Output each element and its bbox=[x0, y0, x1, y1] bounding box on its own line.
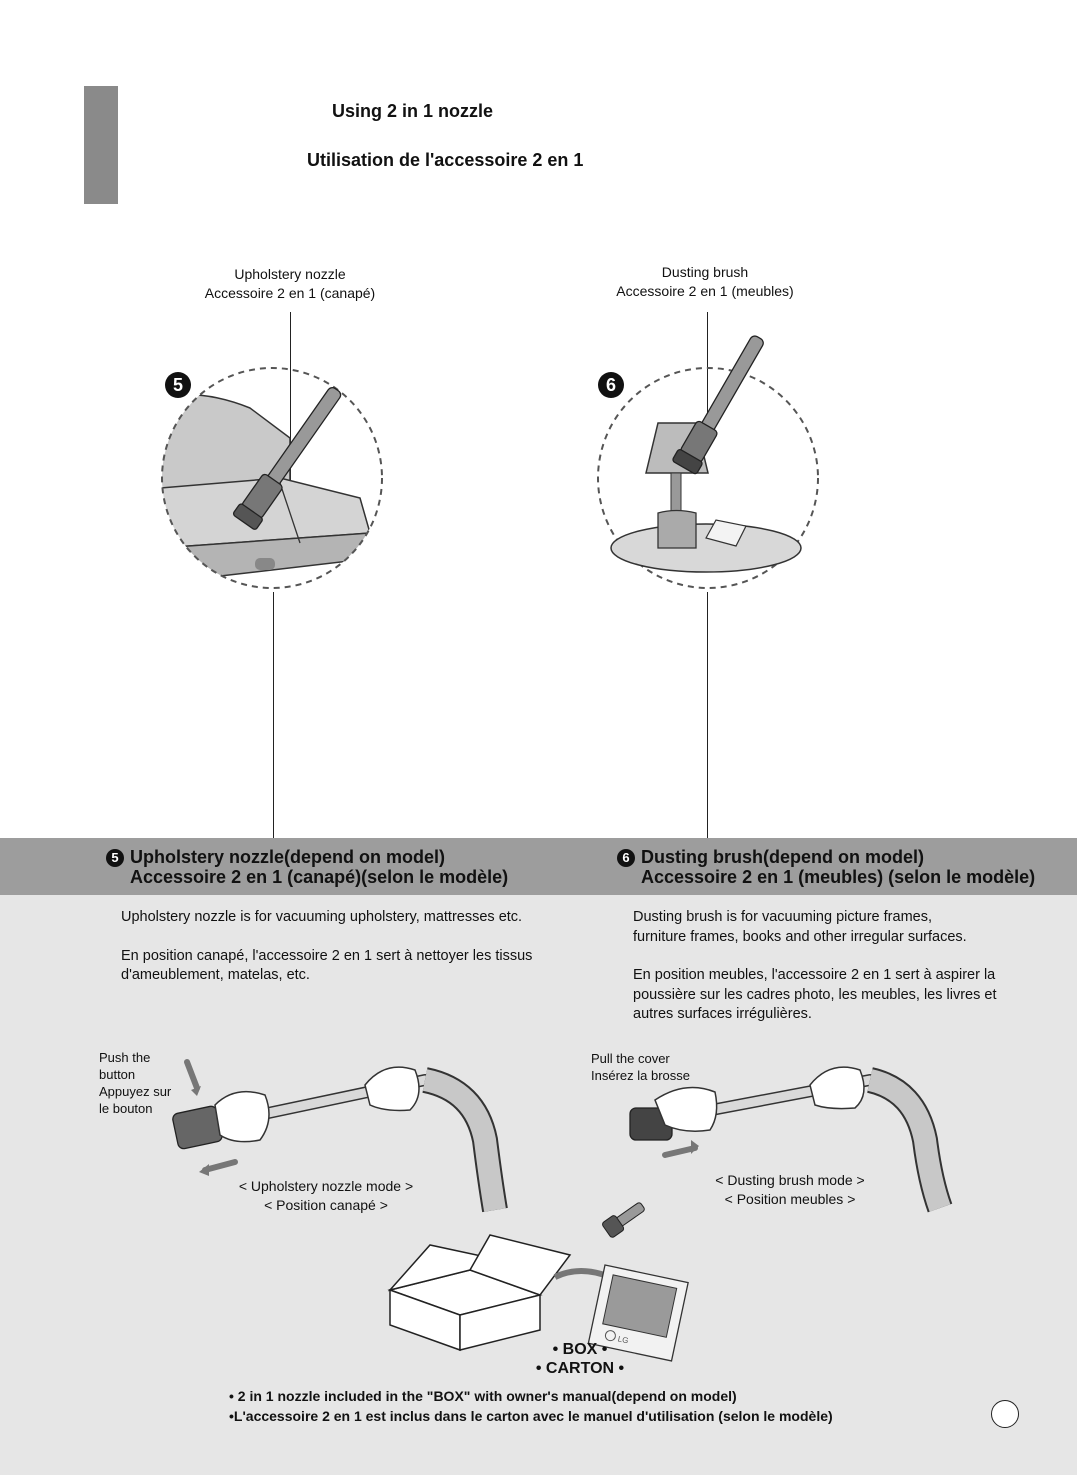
dusting-mode-caption: < Dusting brush mode > < Position meuble… bbox=[690, 1171, 890, 1209]
section-tab bbox=[84, 86, 118, 204]
callout-dusting-fr: Accessoire 2 en 1 (meubles) bbox=[616, 283, 794, 299]
page-number-circle bbox=[991, 1400, 1019, 1428]
heading-en: Upholstery nozzle(depend on model) bbox=[130, 847, 446, 867]
leader-line-upholstery bbox=[290, 312, 291, 482]
lower-panel bbox=[0, 838, 1077, 1475]
instruction-line: Insérez la brosse bbox=[591, 1068, 690, 1083]
heading-fr: Accessoire 2 en 1 (canapé)(selon le modè… bbox=[130, 867, 509, 887]
callout-dusting-en: Dusting brush bbox=[661, 264, 749, 280]
page-title-fr: Utilisation de l'accessoire 2 en 1 bbox=[307, 150, 584, 170]
lamp-illustration bbox=[597, 335, 819, 589]
description-fr-line3: autres surfaces irrégulières. bbox=[633, 1006, 812, 1022]
manual-logo: LG bbox=[617, 1334, 629, 1345]
callout-upholstery-fr: Accessoire 2 en 1 (canapé) bbox=[204, 285, 376, 301]
description-en: Upholstery nozzle is for vacuuming uphol… bbox=[121, 909, 523, 925]
leader-line-dusting-lower bbox=[707, 592, 708, 838]
leader-line-upholstery-lower bbox=[273, 592, 274, 838]
leader-line-dusting bbox=[707, 312, 708, 427]
heading-en: Dusting brush(depend on model) bbox=[641, 847, 924, 867]
description-fr-line2: d'ameublement, matelas, etc. bbox=[121, 967, 310, 983]
callout-upholstery: Upholstery nozzle Accessoire 2 en 1 (can… bbox=[170, 265, 410, 303]
mode-caption-en: < Dusting brush mode > bbox=[715, 1172, 865, 1188]
box-illustration: LG bbox=[387, 1202, 689, 1362]
box-label-fr: • CARTON • bbox=[535, 1360, 625, 1377]
description-en-line2: furniture frames, books and other irregu… bbox=[633, 928, 967, 945]
pull-cover-instruction: Pull the cover Insérez la brosse bbox=[591, 1050, 690, 1084]
push-button-instruction: Push the button Appuyez sur le bouton bbox=[99, 1049, 171, 1117]
description-en-line1: Dusting brush is for vacuuming picture f… bbox=[633, 909, 932, 925]
section-heading-upholstery: 5 Upholstery nozzle(depend on model) Acce… bbox=[106, 847, 508, 887]
page-title-en: Using 2 in 1 nozzle bbox=[332, 101, 494, 121]
upholstery-mode-caption: < Upholstery nozzle mode > < Position ca… bbox=[226, 1177, 426, 1215]
footer-note: • 2 in 1 nozzle included in the "BOX" wi… bbox=[229, 1386, 833, 1426]
dusting-mode-illustration bbox=[629, 1066, 953, 1213]
box-label: • BOX • • CARTON • bbox=[510, 1340, 650, 1378]
instruction-line: Appuyez sur bbox=[99, 1084, 172, 1099]
number-badge: 6 bbox=[598, 372, 624, 398]
section-heading-dusting: 6 Dusting brush(depend on model) Accessoi… bbox=[617, 847, 1035, 887]
heading-band bbox=[0, 838, 1077, 895]
callout-dusting: Dusting brush Accessoire 2 en 1 (meubles… bbox=[585, 263, 825, 301]
footer-note-fr: •L'accessoire 2 en 1 est inclus dans le … bbox=[229, 1408, 833, 1424]
sofa-illustration bbox=[161, 367, 383, 589]
description-fr-line1: En position meubles, l'accessoire 2 en 1… bbox=[633, 967, 996, 983]
instruction-line: le bouton bbox=[99, 1101, 153, 1116]
mode-caption-en: < Upholstery nozzle mode > bbox=[238, 1178, 414, 1194]
upholstery-description: Upholstery nozzle is for vacuuming uphol… bbox=[121, 908, 591, 986]
instruction-line: Pull the cover bbox=[591, 1051, 670, 1066]
number-badge: 5 bbox=[106, 849, 124, 867]
description-fr-line1: En position canapé, l'accessoire 2 en 1 … bbox=[121, 947, 533, 964]
dusting-description: Dusting brush is for vacuuming picture f… bbox=[633, 908, 1053, 1025]
footer-note-en: • 2 in 1 nozzle included in the "BOX" wi… bbox=[229, 1388, 737, 1404]
box-label-en: • BOX • bbox=[552, 1341, 608, 1358]
description-fr-line2: poussière sur les cadres photo, les meub… bbox=[633, 986, 997, 1003]
instruction-line: button bbox=[99, 1067, 136, 1082]
callout-upholstery-en: Upholstery nozzle bbox=[234, 266, 346, 282]
mode-caption-fr: < Position meubles > bbox=[724, 1191, 856, 1207]
number-badge: 6 bbox=[617, 849, 635, 867]
heading-fr: Accessoire 2 en 1 (meubles) (selon le mo… bbox=[641, 867, 1036, 887]
number-badge: 5 bbox=[165, 372, 191, 398]
mode-caption-fr: < Position canapé > bbox=[264, 1197, 388, 1213]
instruction-line: Push the bbox=[99, 1050, 151, 1065]
callout-number-5: 5 bbox=[165, 372, 197, 398]
callout-number-6: 6 bbox=[598, 372, 630, 398]
upholstery-mode-illustration bbox=[172, 1059, 508, 1213]
